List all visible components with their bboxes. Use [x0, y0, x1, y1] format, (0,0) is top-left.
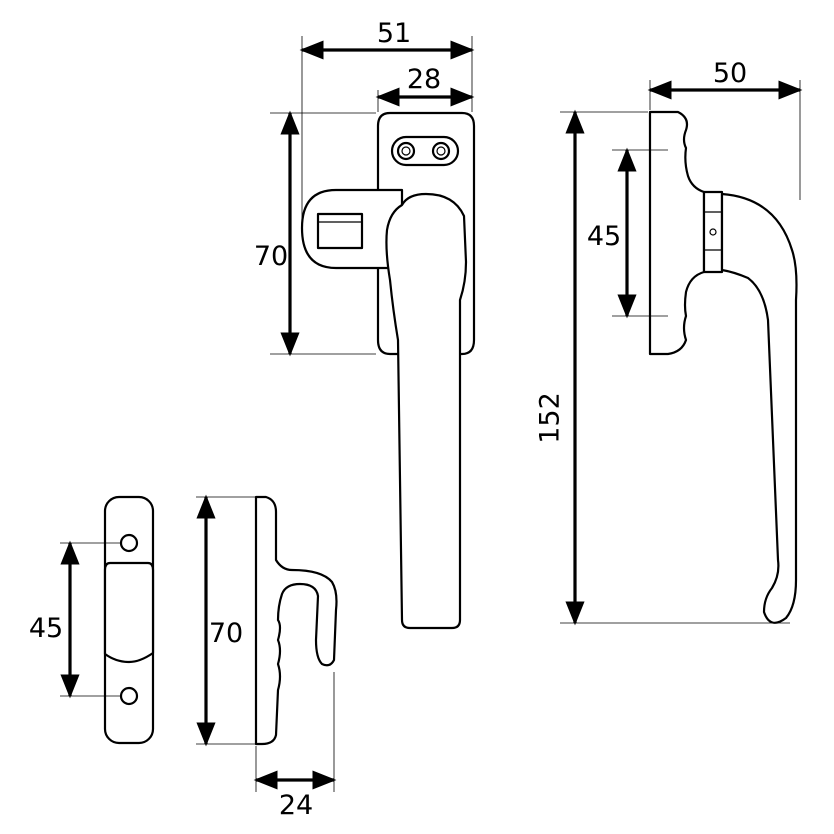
dim-label-keeper-hole-spacing: 45	[29, 613, 63, 644]
dim-label-hook-depth: 24	[279, 790, 313, 821]
dim-label-front-height: 70	[254, 241, 288, 272]
hook-side-view	[254, 495, 338, 746]
dim-label-side-depth: 50	[713, 58, 747, 89]
side-hub	[702, 190, 724, 274]
side-lever	[720, 192, 798, 624]
dim-label-top-width-base: 28	[407, 64, 441, 95]
lock-button	[316, 212, 364, 250]
front-view-handle	[300, 111, 476, 630]
keeper-hole-top	[119, 533, 139, 553]
screw-hole-left	[396, 141, 416, 161]
dim-label-side-hole-spacing: 45	[587, 221, 621, 252]
screw-hole-right	[431, 141, 451, 161]
front-lever	[385, 192, 468, 630]
hook-profile	[254, 495, 338, 746]
side-view-handle	[648, 110, 798, 624]
keeper-recess	[103, 561, 155, 664]
dim-label-overall-length: 152	[535, 392, 566, 444]
keeper-hole-bottom	[119, 686, 139, 706]
dim-label-top-width-total: 51	[377, 18, 411, 49]
dim-label-hook-height: 70	[209, 618, 243, 649]
keeper-plate	[103, 495, 155, 745]
side-base-plate	[648, 110, 706, 356]
